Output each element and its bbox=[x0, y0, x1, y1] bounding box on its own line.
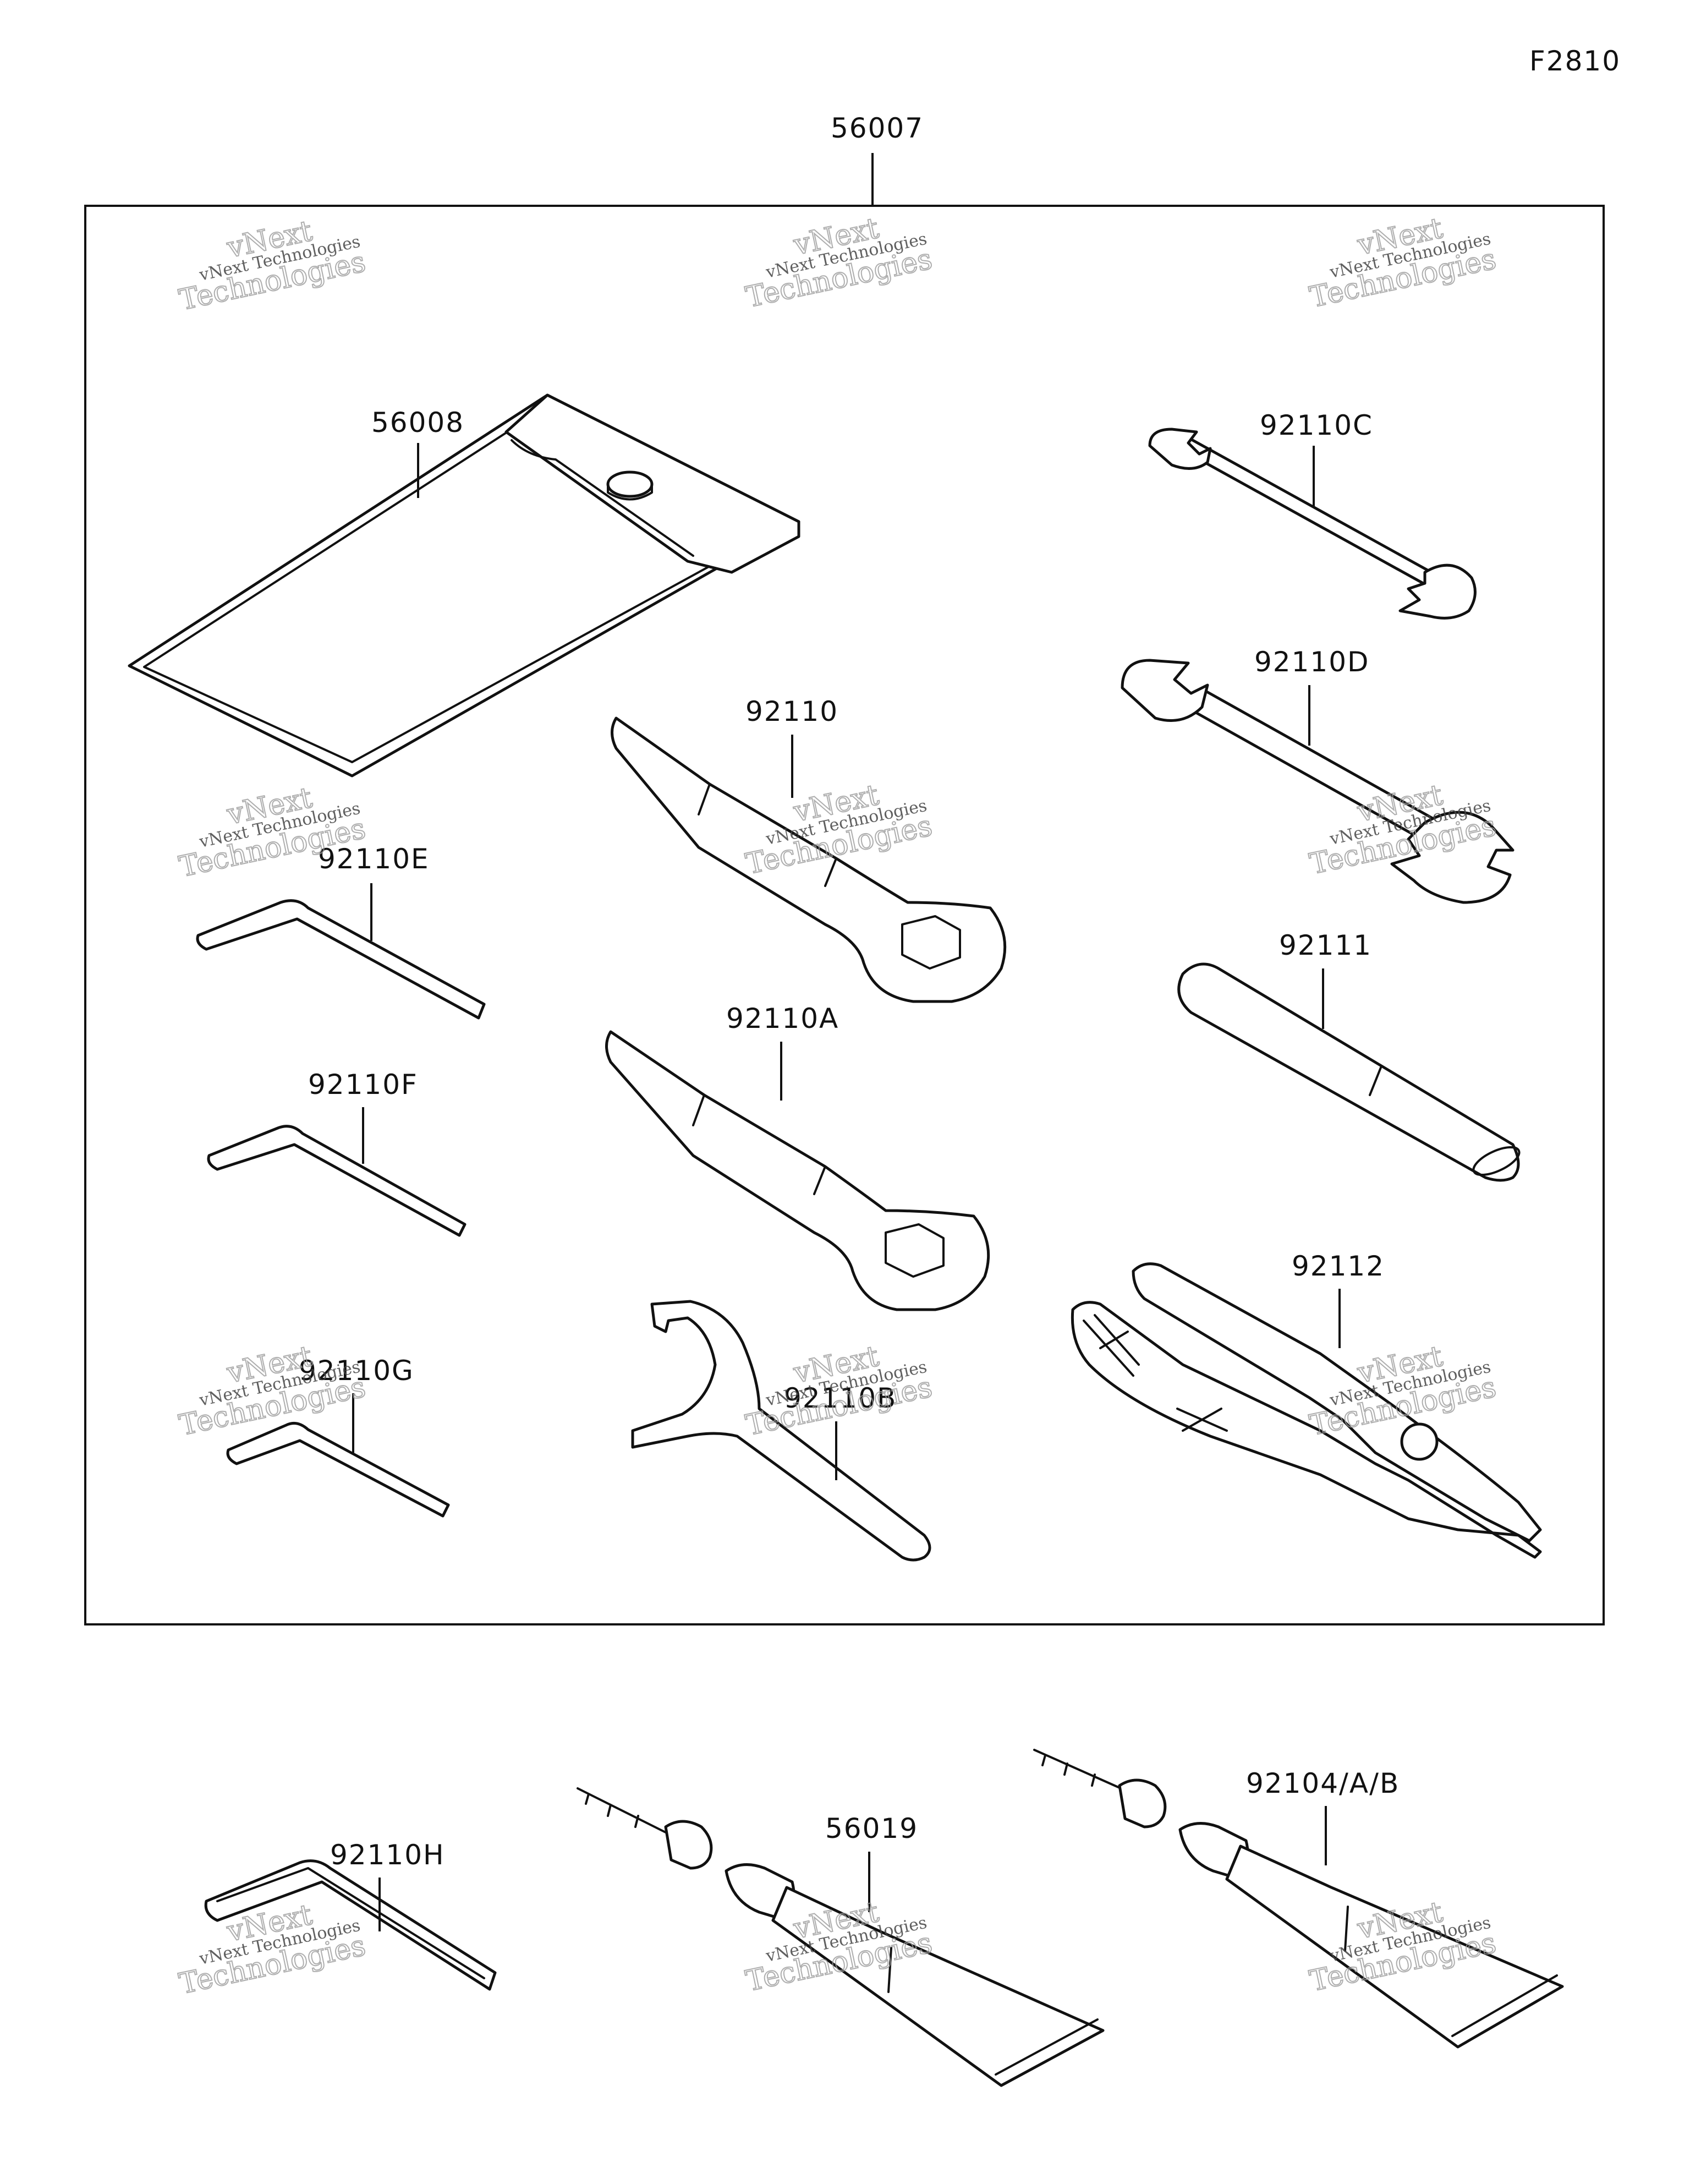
watermarks: vNext vNext Technologies Technologies vN… bbox=[176, 211, 1500, 2001]
label-92110F: 92110F bbox=[308, 1069, 418, 1101]
ring-spanner-92110 bbox=[611, 716, 1007, 1003]
figure-code: F2810 bbox=[1529, 45, 1621, 77]
tool-bag-56008 bbox=[128, 393, 800, 778]
label-92110C: 92110C bbox=[1260, 409, 1373, 441]
label-92110D: 92110D bbox=[1254, 646, 1370, 678]
tube-handle-92111 bbox=[1177, 962, 1521, 1182]
hex-key-92110E bbox=[196, 899, 486, 1020]
label-92112: 92112 bbox=[1292, 1250, 1385, 1282]
label-92110G: 92110G bbox=[299, 1355, 414, 1387]
grease-tube-92104 bbox=[1033, 1749, 1564, 2049]
open-wrench-92110D bbox=[1121, 659, 1515, 904]
label-92110A: 92110A bbox=[726, 1003, 839, 1034]
label-92110E: 92110E bbox=[318, 843, 430, 875]
hex-key-92110H bbox=[204, 1859, 497, 1991]
label-92111: 92111 bbox=[1279, 929, 1372, 961]
label-92104-A-B: 92104/A/B bbox=[1246, 1767, 1400, 1799]
tool-kit-frame bbox=[84, 205, 1605, 1625]
label-92110B: 92110B bbox=[784, 1382, 897, 1414]
hex-key-92110F bbox=[207, 1125, 467, 1237]
label-56007: 56007 bbox=[831, 112, 924, 144]
label-92110H: 92110H bbox=[330, 1839, 445, 1871]
open-wrench-92110C bbox=[1148, 428, 1477, 620]
pliers-92112 bbox=[1071, 1262, 1542, 1559]
ring-spanner-92110A bbox=[605, 1030, 990, 1311]
label-92110: 92110 bbox=[745, 696, 838, 727]
hook-spanner-92110B bbox=[631, 1300, 931, 1562]
label-56008: 56008 bbox=[371, 407, 464, 439]
label-56019: 56019 bbox=[825, 1813, 918, 1844]
hex-key-92110G bbox=[226, 1421, 450, 1518]
grease-tube-56019 bbox=[577, 1787, 1105, 2087]
